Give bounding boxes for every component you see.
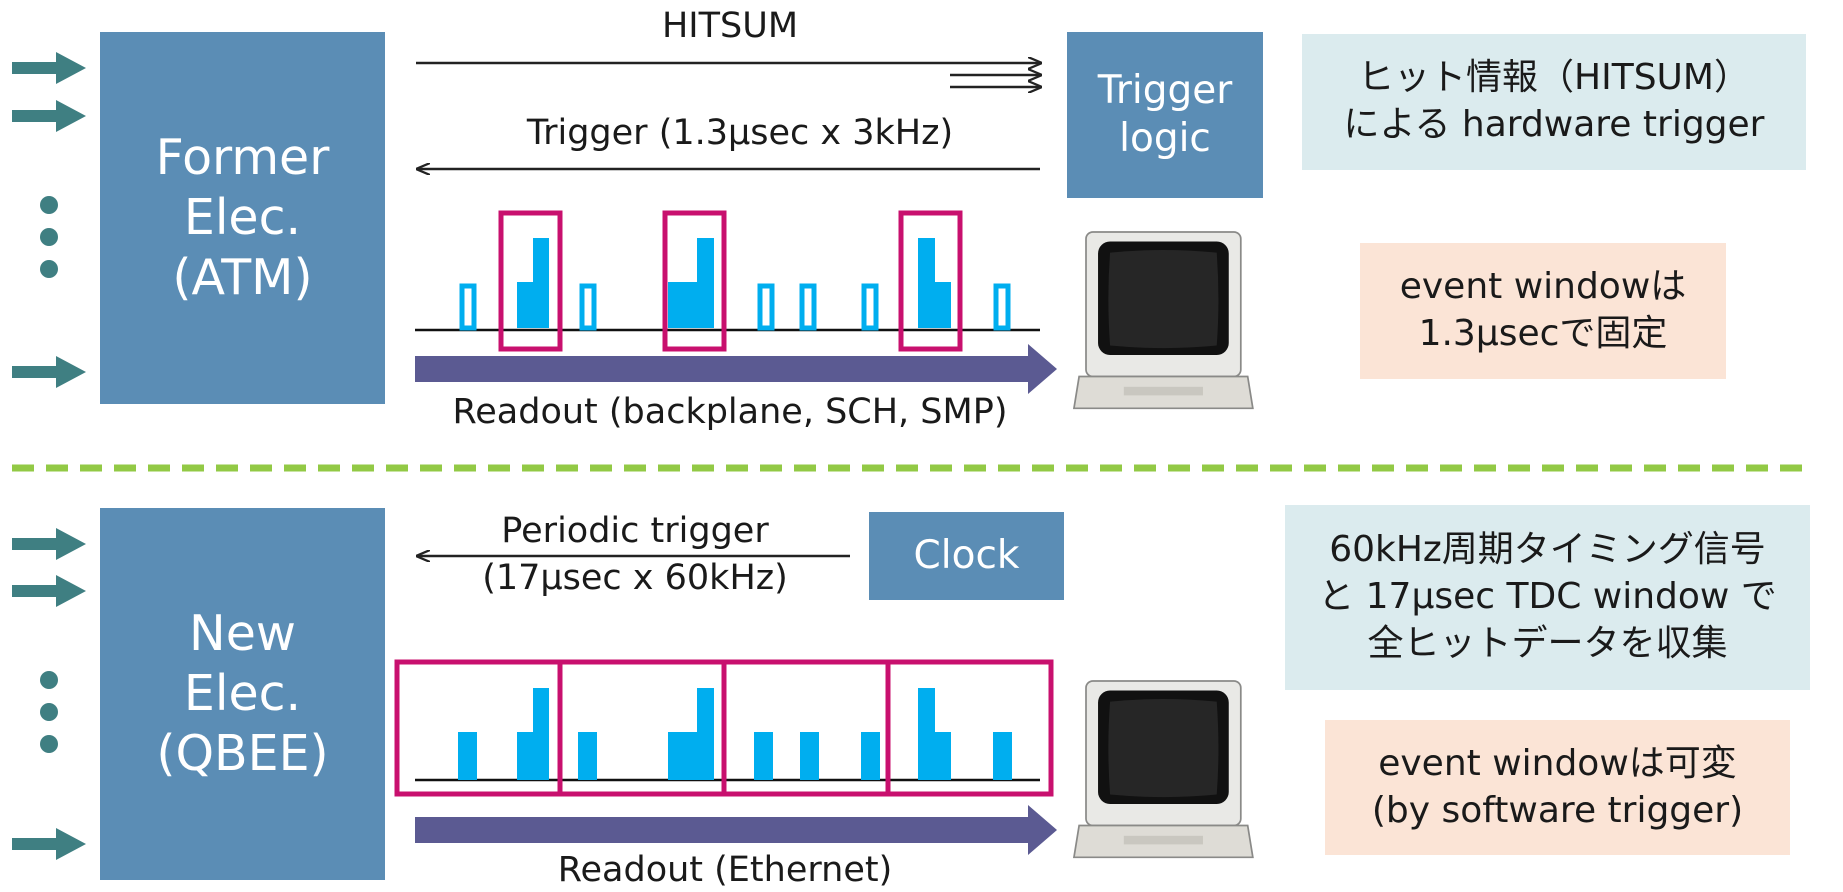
input-arrow-icon bbox=[12, 52, 86, 84]
new-elec-line-3: (QBEE) bbox=[156, 724, 329, 782]
periodic-trigger-line-2: (17μsec x 60kHz) bbox=[482, 558, 788, 599]
periodic-trigger-line-1: Periodic trigger bbox=[501, 511, 769, 551]
hardware-trigger-note: ヒット情報（HITSUM） による hardware trigger bbox=[1302, 34, 1806, 170]
input-arrow-icon bbox=[12, 575, 86, 607]
input-arrow-icon bbox=[12, 356, 86, 388]
variable-window-note-line-2: (by software trigger) bbox=[1371, 789, 1744, 831]
variable-window-note-line-1: event windowは可変 bbox=[1378, 742, 1737, 784]
new-elec-box: New Elec. (QBEE) bbox=[100, 508, 385, 880]
input-arrow-icon bbox=[12, 828, 86, 860]
readout-arrow-bottom bbox=[415, 805, 1057, 855]
vertical-ellipsis-icon bbox=[40, 196, 58, 278]
fixed-window-note-line-2: 1.3μsecで固定 bbox=[1418, 313, 1668, 354]
variable-window-note: event windowは可変 (by software trigger) bbox=[1325, 720, 1790, 855]
clock-acquisition-note-line-2: と 17μsec TDC window で bbox=[1318, 576, 1777, 618]
trigger-logic-box: Trigger logic bbox=[1067, 32, 1263, 198]
former-elec-box: Former Elec. (ATM) bbox=[100, 32, 385, 404]
former-elec-line-2: Elec. bbox=[183, 189, 302, 247]
vertical-ellipsis-icon bbox=[40, 671, 58, 753]
trigger-logic-line-2: logic bbox=[1119, 116, 1211, 161]
trigger-rate-label: Trigger (1.3μsec x 3kHz) bbox=[526, 113, 954, 153]
readout-arrow-top bbox=[415, 344, 1057, 394]
computer-icon bbox=[1073, 231, 1254, 410]
input-arrow-icon bbox=[12, 100, 86, 132]
new-elec-line-2: Elec. bbox=[183, 665, 302, 723]
top-waveform bbox=[415, 210, 1040, 352]
former-elec-line-3: (ATM) bbox=[172, 248, 313, 306]
clock-acquisition-note: 60kHz周期タイミング信号 と 17μsec TDC window で 全ヒッ… bbox=[1285, 505, 1810, 690]
new-elec-line-1: New bbox=[189, 605, 296, 663]
readout-ethernet-label: Readout (Ethernet) bbox=[557, 850, 893, 890]
former-elec-line-1: Former bbox=[155, 129, 330, 187]
hardware-trigger-note-line-1: ヒット情報（HITSUM） bbox=[1358, 57, 1750, 99]
input-arrow-icon bbox=[12, 528, 86, 560]
trigger-logic-line-1: Trigger bbox=[1097, 68, 1233, 114]
clock-acquisition-note-line-3: 全ヒットデータを収集 bbox=[1367, 622, 1728, 664]
bottom-waveform bbox=[394, 659, 1054, 797]
periodic-trigger-label: Periodic trigger (17μsec x 60kHz) bbox=[470, 508, 800, 603]
fixed-window-note: event windowは 1.3μsecで固定 bbox=[1360, 243, 1726, 379]
clock-acquisition-note-line-1: 60kHz周期タイミング信号 bbox=[1329, 529, 1766, 571]
readout-backplane-label: Readout (backplane, SCH, SMP) bbox=[452, 392, 1008, 432]
fixed-window-note-line-1: event windowは bbox=[1399, 266, 1687, 308]
hitsum-label: HITSUM bbox=[661, 6, 799, 46]
computer-icon bbox=[1073, 680, 1254, 859]
hardware-trigger-note-line-2: による hardware trigger bbox=[1343, 104, 1765, 145]
clock-box: Clock bbox=[869, 512, 1064, 600]
